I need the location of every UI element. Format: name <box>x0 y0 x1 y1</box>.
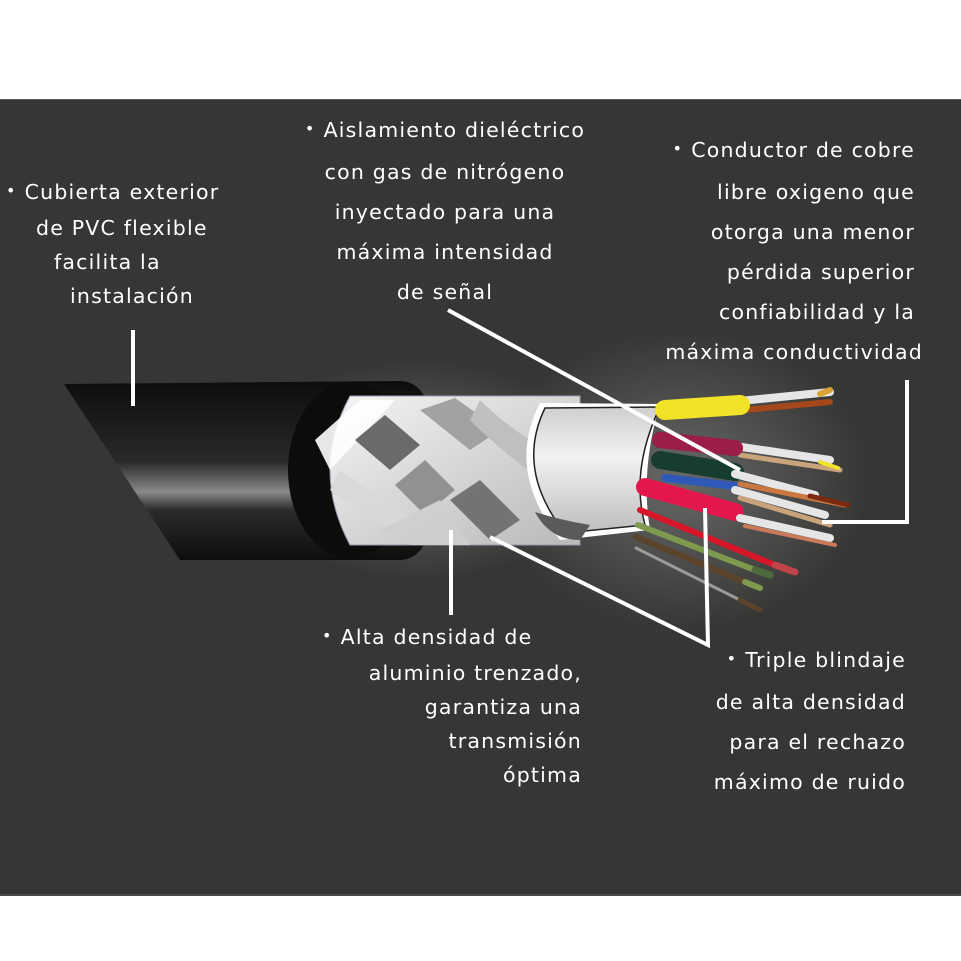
callout-aluminum-braid: •Alta densidad de aluminio trenzado, gar… <box>322 625 582 787</box>
callout-outer-jacket: •Cubierta exterior de PVC flexible facil… <box>6 180 220 308</box>
foil-shape <box>533 406 662 534</box>
callout-triple-shield: •Triple blindaje de alta densidad para e… <box>713 648 906 794</box>
bullet-icon: • <box>322 626 333 645</box>
bullet-icon: • <box>672 139 684 158</box>
bullet-icon: • <box>6 181 17 200</box>
callout-dielectric: •Aislamiento dieléctrico con gas de nitr… <box>304 118 586 304</box>
leader-lines <box>131 308 909 649</box>
bullet-icon: • <box>304 119 316 138</box>
bullet-icon: • <box>726 649 738 668</box>
callout-copper-conductor: •Conductor de cobre libre oxigeno que ot… <box>665 138 923 364</box>
